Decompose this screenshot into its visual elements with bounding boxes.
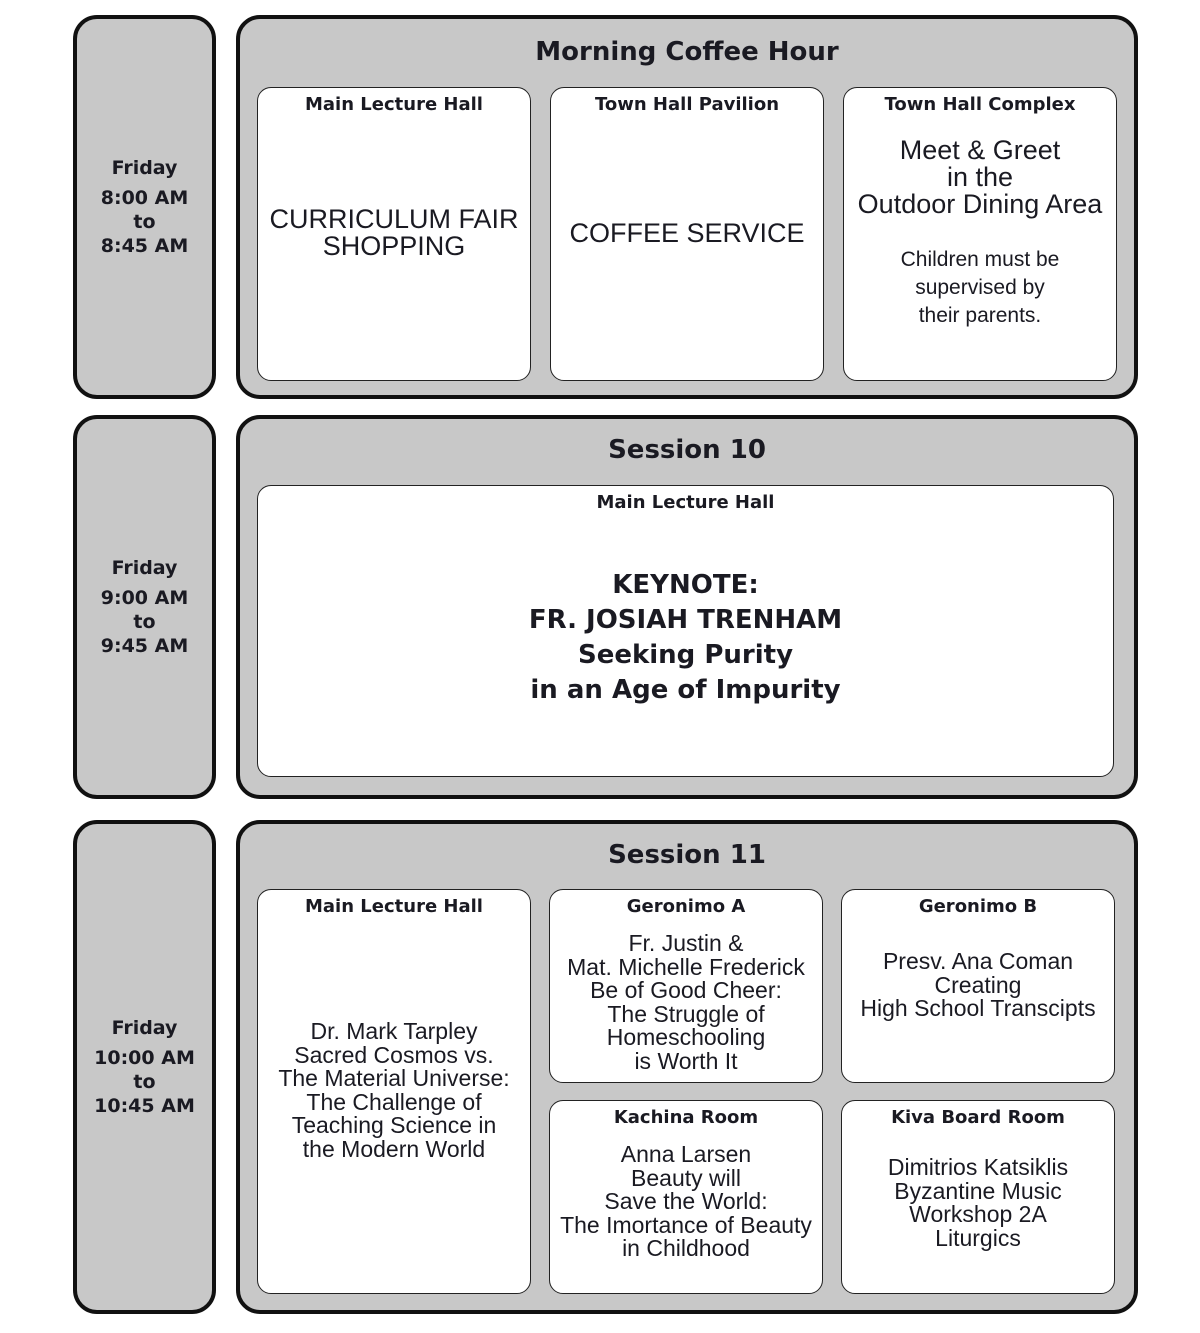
room-event: Dr. Mark Tarpley Sacred Cosmos vs. The M… (278, 1018, 510, 1162)
time-day: Friday (111, 1017, 178, 1039)
room-event: Anna Larsen Beauty will Save the World: … (560, 1141, 812, 1261)
room-card: Main Lecture Hall KEYNOTE: FR. JOSIAH TR… (257, 485, 1114, 777)
time-end: 8:45 AM (100, 235, 189, 257)
time-slot-session-10: Friday 9:00 AM to 9:45 AM (73, 415, 216, 799)
time-start: 10:00 AM (94, 1047, 195, 1069)
room-name: Main Lecture Hall (305, 896, 483, 917)
room-event: CURRICULUM FAIR SHOPPING (269, 204, 519, 261)
room-name: Kiva Board Room (891, 1107, 1065, 1128)
room-card: Kiva Board Room Dimitrios Katsiklis Byza… (841, 1100, 1115, 1294)
room-event: COFFEE SERVICE (569, 218, 805, 248)
room-card: Geronimo A Fr. Justin & Mat. Michelle Fr… (549, 889, 823, 1083)
room-card: Town Hall Pavilion COFFEE SERVICE (550, 87, 824, 381)
session-11: Session 11 Main Lecture Hall Dr. Mark Ta… (236, 820, 1138, 1314)
room-name: Kachina Room (613, 1107, 759, 1128)
room-note: Children must be supervised by their par… (900, 248, 1060, 327)
room-card: Town Hall Complex Meet & Greet in the Ou… (843, 87, 1117, 381)
time-to: to (133, 211, 156, 233)
room-event: Meet & Greet in the Outdoor Dining Area (857, 135, 1103, 219)
time-to: to (133, 1071, 156, 1093)
room-card: Geronimo B Presv. Ana Coman Creating Hig… (841, 889, 1115, 1083)
time-end: 10:45 AM (94, 1095, 195, 1117)
time-to: to (133, 611, 156, 633)
time-day: Friday (111, 557, 178, 579)
session-10: Session 10 Main Lecture Hall KEYNOTE: FR… (236, 415, 1138, 799)
session-morning-coffee-hour: Morning Coffee Hour Main Lecture Hall CU… (236, 15, 1138, 399)
room-name: Geronimo B (918, 896, 1038, 917)
room-name: Main Lecture Hall (596, 492, 775, 513)
room-event: Fr. Justin & Mat. Michelle Frederick Be … (567, 930, 805, 1074)
time-slot-session-11: Friday 10:00 AM to 10:45 AM (73, 820, 216, 1314)
room-name: Main Lecture Hall (305, 94, 483, 115)
room-name: Town Hall Pavilion (594, 94, 780, 115)
time-day: Friday (111, 157, 178, 179)
room-name: Geronimo A (626, 896, 746, 917)
time-start: 9:00 AM (100, 587, 189, 609)
keynote-text: KEYNOTE: FR. JOSIAH TRENHAM Seeking Puri… (528, 570, 843, 705)
room-card: Main Lecture Hall CURRICULUM FAIR SHOPPI… (257, 87, 531, 381)
room-card: Main Lecture Hall Dr. Mark Tarpley Sacre… (257, 889, 531, 1294)
time-start: 8:00 AM (100, 187, 189, 209)
time-end: 9:45 AM (100, 635, 189, 657)
room-event: Dimitrios Katsiklis Byzantine Music Work… (887, 1154, 1069, 1251)
room-name: Town Hall Complex (884, 94, 1076, 115)
time-slot-coffee-hour: Friday 8:00 AM to 8:45 AM (73, 15, 216, 399)
room-card: Kachina Room Anna Larsen Beauty will Sav… (549, 1100, 823, 1294)
room-event: Presv. Ana Coman Creating High School Tr… (860, 948, 1096, 1021)
session-title: Session 10 (608, 435, 766, 465)
session-title: Morning Coffee Hour (535, 37, 839, 67)
session-title: Session 11 (608, 840, 766, 870)
